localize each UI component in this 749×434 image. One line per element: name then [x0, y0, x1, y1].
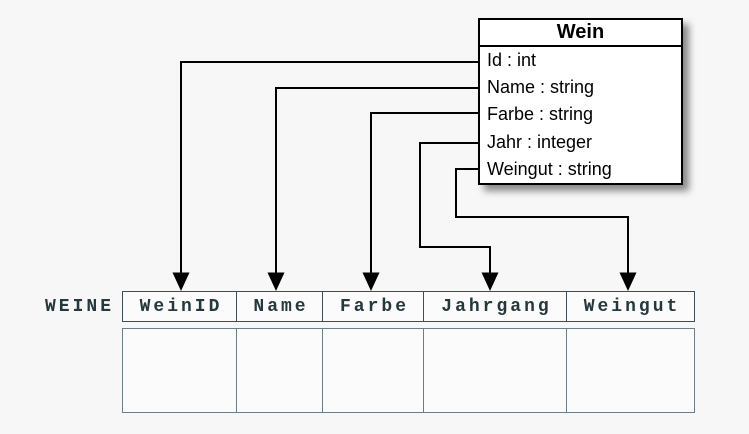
class-attribute-list: Id : int Name : string Farbe : string Ja…	[480, 47, 681, 183]
table-name-label: WEINE	[44, 296, 114, 317]
arrowhead-weinid	[172, 272, 190, 291]
arrowhead-weingut	[619, 272, 637, 291]
arrow-line-name-to-name	[275, 87, 480, 277]
class-attribute-name: Name : string	[487, 77, 595, 98]
table-header-row: WeinID Name Farbe Jahrgang Weingut	[122, 291, 695, 322]
empty-cell-farbe	[323, 329, 424, 412]
arrowhead-name	[267, 272, 285, 291]
uml-class-box-wein: Wein Id : int Name : string Farbe : stri…	[478, 18, 683, 185]
header-cell-name: Name	[237, 292, 323, 321]
arrowhead-farbe	[362, 272, 380, 291]
class-attribute-id: Id : int	[487, 50, 537, 70]
arrow-line-id-to-weinid	[180, 61, 480, 277]
empty-cell-weinid	[123, 329, 237, 412]
class-title: Wein	[480, 20, 681, 47]
header-cell-jahrgang: Jahrgang	[424, 292, 567, 321]
header-cell-weinid: WeinID	[123, 292, 237, 321]
header-cell-weingut: Weingut	[583, 296, 681, 317]
table-empty-row	[122, 328, 695, 413]
header-cell-farbe: Farbe	[323, 292, 424, 321]
empty-cell-weingut	[567, 329, 694, 412]
arrow-line-weingut-to-weingut	[455, 168, 629, 277]
arrowhead-jahrgang	[481, 272, 499, 291]
class-attribute-jahr: Jahr : integer	[487, 131, 593, 152]
class-attribute-farbe: Farbe : string	[487, 104, 594, 125]
empty-cell-name	[237, 329, 323, 412]
empty-cell-jahrgang	[424, 329, 567, 412]
arrow-line-jahr-to-jahrgang	[419, 142, 491, 277]
arrow-line-farbe-to-farbe	[370, 112, 480, 277]
class-attribute-weingut: Weingut : string	[487, 158, 612, 179]
